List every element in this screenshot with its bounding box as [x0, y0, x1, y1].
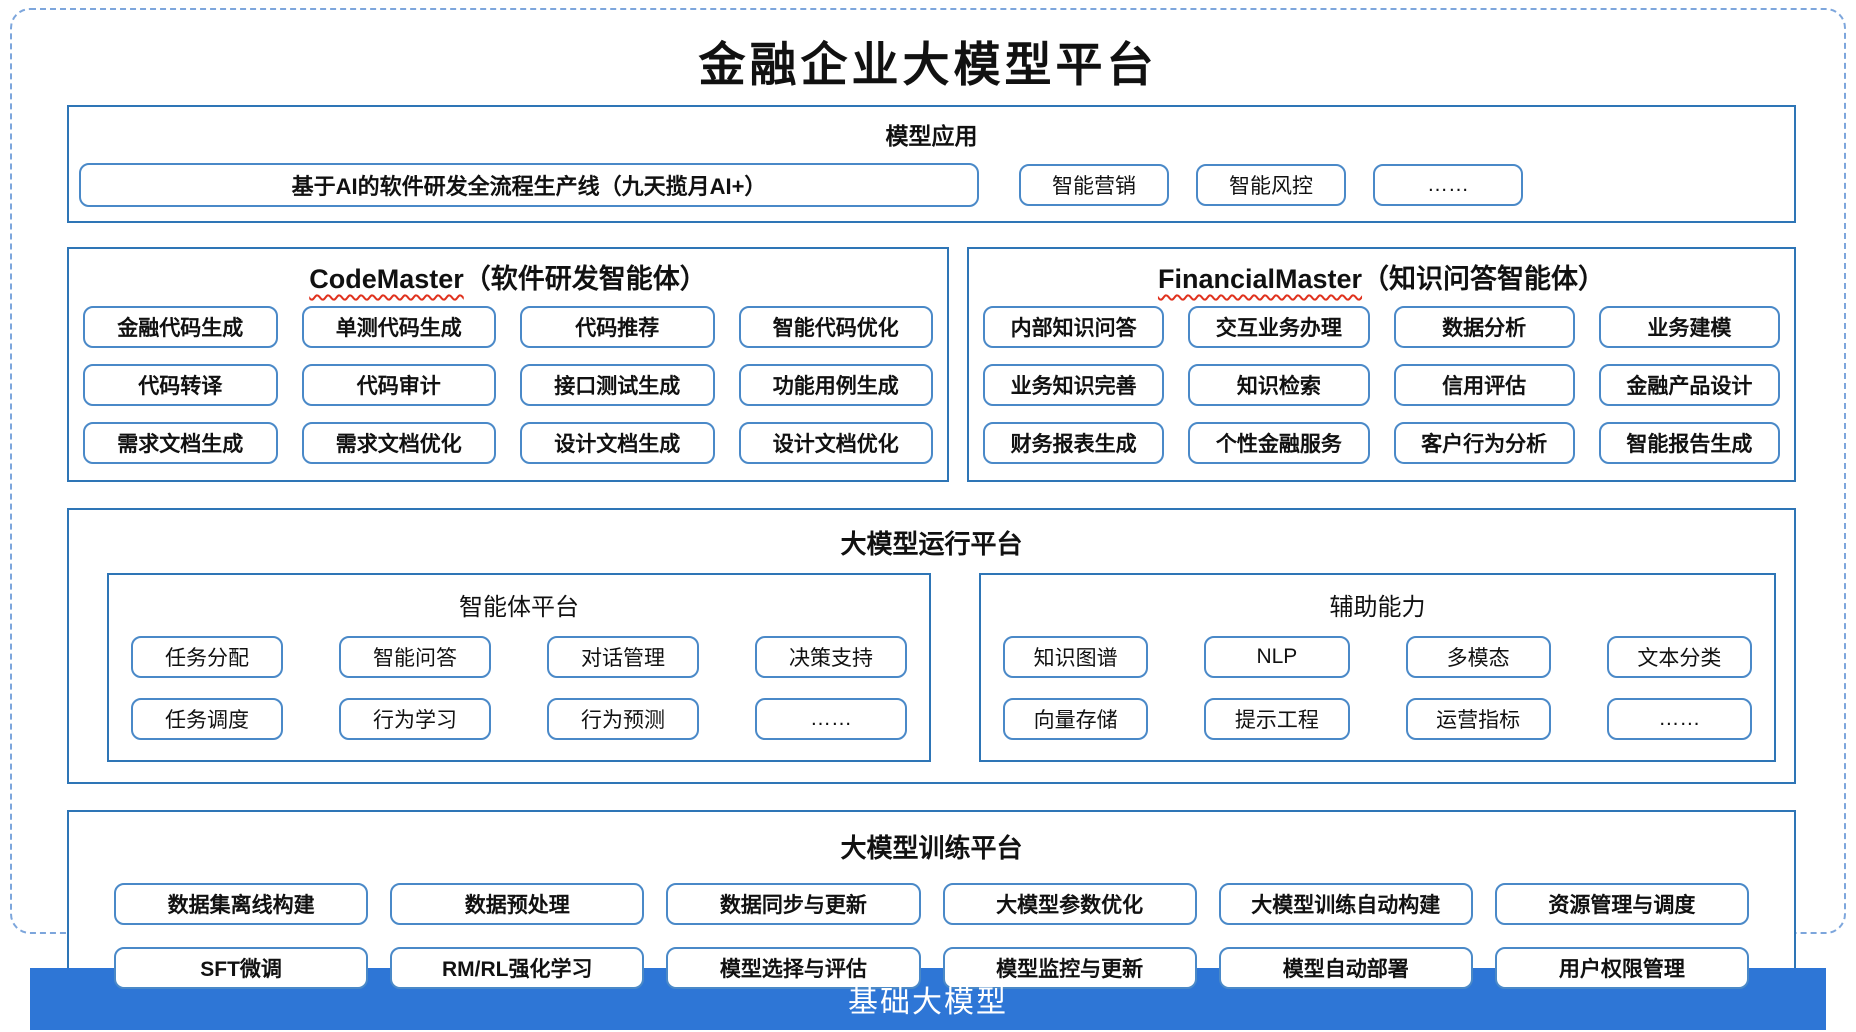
financialmaster-header: FinancialMaster（知识问答智能体）: [983, 257, 1780, 296]
codemaster-grid: 金融代码生成单测代码生成代码推荐智能代码优化代码转译代码审计接口测试生成功能用例…: [83, 306, 933, 464]
codemaster-item-box: 设计文档优化: [738, 422, 933, 464]
financialmaster-grid: 内部知识问答交互业务办理数据分析业务建模业务知识完善知识检索信用评估金融产品设计…: [983, 306, 1780, 464]
financialmaster-item-box: 业务知识完善: [983, 364, 1165, 406]
aux-ability-item-box: 提示工程: [1204, 698, 1350, 740]
training-header: 大模型训练平台: [840, 833, 1023, 863]
training-item-box: 大模型参数优化: [942, 883, 1197, 925]
aux-ability-item-box: 知识图谱: [1003, 636, 1149, 678]
agent-platform-item-box: 任务调度: [131, 698, 283, 740]
training-item-box: 模型选择与评估: [666, 947, 921, 989]
page-title: 金融企业大模型平台: [698, 38, 1158, 93]
codemaster-item-box: 需求文档生成: [83, 422, 278, 464]
financialmaster-item-box: 信用评估: [1393, 364, 1575, 406]
training-item-box: 数据预处理: [390, 883, 645, 925]
aux-ability-item-box: ……: [1606, 698, 1752, 740]
runtime-row: 智能体平台 任务分配 智能问答 对话管理 决策支持任务调度 行为学习 行为预测 …… 辅助能…: [69, 561, 1794, 782]
model-apps-items: 智能营销智能风控 ……: [1019, 164, 1550, 206]
training-item-box: 数据同步与更新: [666, 883, 921, 925]
financialmaster-item-box: 个性金融服务: [1188, 422, 1370, 464]
training-grid: 数据集离线构建数据预处理数据同步与更新大模型参数优化大模型训练自动构建资源管理与…: [69, 865, 1794, 1013]
aux-ability-header: 辅助能力: [1329, 594, 1426, 621]
app-item-box: ……: [1373, 164, 1523, 206]
codemaster-item-box: 单测代码生成: [301, 306, 496, 348]
model-apps-row: 基于AI的软件研发全流程生产线（九天揽月AI+） 智能营销智能风控 ……: [69, 151, 1794, 207]
codemaster-item-box: 代码转译: [83, 364, 278, 406]
app-item-box: 智能营销: [1019, 164, 1169, 206]
training-item-box: 数据集离线构建: [114, 883, 369, 925]
codemaster-item-box: 接口测试生成: [520, 364, 715, 406]
codemaster-header: CodeMaster（软件研发智能体）: [83, 257, 933, 296]
agent-platform-item-box: 行为预测: [547, 698, 699, 740]
section-codemaster: CodeMaster（软件研发智能体） 金融代码生成单测代码生成代码推荐智能代码…: [67, 247, 949, 482]
training-item-box: 用户权限管理: [1494, 947, 1749, 989]
codemaster-item-box: 需求文档优化: [301, 422, 496, 464]
platform-diagram-frame: 金融企业大模型平台 模型应用 基于AI的软件研发全流程生产线（九天揽月AI+） …: [10, 8, 1846, 1015]
aux-ability-item-box: 文本分类: [1606, 636, 1752, 678]
codemaster-item-box: 代码审计: [301, 364, 496, 406]
codemaster-item-box: 金融代码生成: [83, 306, 278, 348]
codemaster-title-zh: （软件研发智能体）: [463, 264, 707, 294]
section-runtime-platform: 大模型运行平台 智能体平台 任务分配 智能问答 对话管理 决策支持任务调度 行为学习 行为…: [67, 508, 1796, 784]
subsection-agent-platform: 智能体平台 任务分配 智能问答 对话管理 决策支持任务调度 行为学习 行为预测 ……: [107, 573, 931, 762]
agents-row: CodeMaster（软件研发智能体） 金融代码生成单测代码生成代码推荐智能代码…: [67, 247, 1796, 482]
training-item-box: 大模型训练自动构建: [1218, 883, 1473, 925]
financialmaster-item-box: 智能报告生成: [1598, 422, 1780, 464]
financialmaster-item-box: 知识检索: [1188, 364, 1370, 406]
agent-platform-item-box: 任务分配: [131, 636, 283, 678]
app-pipeline-box: 基于AI的软件研发全流程生产线（九天揽月AI+）: [79, 163, 979, 207]
base-model-label: 基础大模型: [848, 986, 1008, 1019]
financialmaster-item-box: 财务报表生成: [983, 422, 1165, 464]
agent-platform-header: 智能体平台: [459, 594, 579, 621]
agent-platform-grid: 任务分配 智能问答 对话管理 决策支持任务调度 行为学习 行为预测 ……: [131, 636, 907, 740]
app-item-box: 智能风控: [1196, 164, 1346, 206]
training-item-box: 模型监控与更新: [942, 947, 1197, 989]
codemaster-item-box: 智能代码优化: [738, 306, 933, 348]
subsection-aux-ability: 辅助能力 知识图谱 NLP 多模态 文本分类向量存储 提示工程 运营指标 ……: [979, 573, 1776, 762]
aux-ability-item-box: 运营指标: [1405, 698, 1551, 740]
agent-platform-item-box: 智能问答: [339, 636, 491, 678]
agent-platform-item-box: 行为学习: [339, 698, 491, 740]
codemaster-item-box: 功能用例生成: [738, 364, 933, 406]
financialmaster-item-box: 客户行为分析: [1393, 422, 1575, 464]
financialmaster-title-zh: （知识问答智能体）: [1362, 264, 1606, 294]
training-item-box: 模型自动部署: [1218, 947, 1473, 989]
aux-ability-item-box: NLP: [1204, 636, 1350, 678]
aux-ability-item-box: 向量存储: [1003, 698, 1149, 740]
training-item-box: SFT微调: [114, 947, 369, 989]
aux-ability-item-box: 多模态: [1405, 636, 1551, 678]
financialmaster-title-en: FinancialMaster: [1157, 264, 1363, 294]
financialmaster-item-box: 数据分析: [1393, 306, 1575, 348]
runtime-header: 大模型运行平台: [840, 529, 1023, 559]
section-training-platform: 大模型训练平台 数据集离线构建数据预处理数据同步与更新大模型参数优化大模型训练自…: [67, 810, 1796, 1015]
training-item-box: 资源管理与调度: [1494, 883, 1749, 925]
agent-platform-item-box: ……: [755, 698, 907, 740]
codemaster-item-box: 设计文档生成: [520, 422, 715, 464]
training-item-box: RM/RL强化学习: [390, 947, 645, 989]
financialmaster-item-box: 交互业务办理: [1188, 306, 1370, 348]
financialmaster-item-box: 金融产品设计: [1598, 364, 1780, 406]
aux-ability-grid: 知识图谱 NLP 多模态 文本分类向量存储 提示工程 运营指标 ……: [1003, 636, 1752, 740]
financialmaster-item-box: 内部知识问答: [983, 306, 1165, 348]
model-apps-header: 模型应用: [885, 123, 978, 149]
codemaster-title-en: CodeMaster: [309, 264, 464, 294]
codemaster-item-box: 代码推荐: [520, 306, 715, 348]
agent-platform-item-box: 决策支持: [755, 636, 907, 678]
financialmaster-item-box: 业务建模: [1598, 306, 1780, 348]
section-model-apps: 模型应用 基于AI的软件研发全流程生产线（九天揽月AI+） 智能营销智能风控 ……: [67, 105, 1796, 223]
section-financialmaster: FinancialMaster（知识问答智能体） 内部知识问答交互业务办理数据分…: [967, 247, 1796, 482]
agent-platform-item-box: 对话管理: [547, 636, 699, 678]
